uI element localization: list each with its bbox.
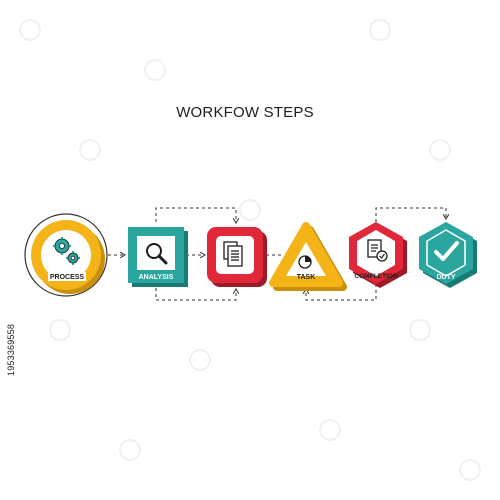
step-process: PROCESS <box>24 213 108 297</box>
connector-top-loop <box>155 207 236 222</box>
process-inner-circle <box>41 230 91 280</box>
step-documents <box>207 227 267 287</box>
checkmark-icon <box>434 241 459 261</box>
task-label: TASK <box>297 274 316 281</box>
completion-label: COMPLETION <box>354 273 398 280</box>
step-analysis: ANALYSIS <box>128 227 188 287</box>
pie-chart-icon <box>298 255 312 269</box>
checked-document-icon <box>367 239 388 262</box>
process-label-bg <box>48 272 86 281</box>
step-task: TASK <box>269 222 347 291</box>
process-outer-ring <box>24 213 108 297</box>
documents-icon <box>223 241 243 267</box>
magnifier-icon <box>146 243 168 265</box>
connectors <box>108 207 446 301</box>
step-completion: COMPLETION <box>349 222 407 288</box>
process-label: PROCESS <box>50 274 85 281</box>
step-duty: DUTY <box>419 222 477 288</box>
connector-bottom-loop <box>155 282 236 301</box>
connector-completion-duty <box>375 207 446 222</box>
analysis-label: ANALYSIS <box>139 274 174 281</box>
duty-label: DUTY <box>436 274 455 281</box>
gears-icon <box>53 237 80 265</box>
connector-completion-task <box>306 278 377 301</box>
page-title: WORKFOW STEPS <box>176 104 314 121</box>
